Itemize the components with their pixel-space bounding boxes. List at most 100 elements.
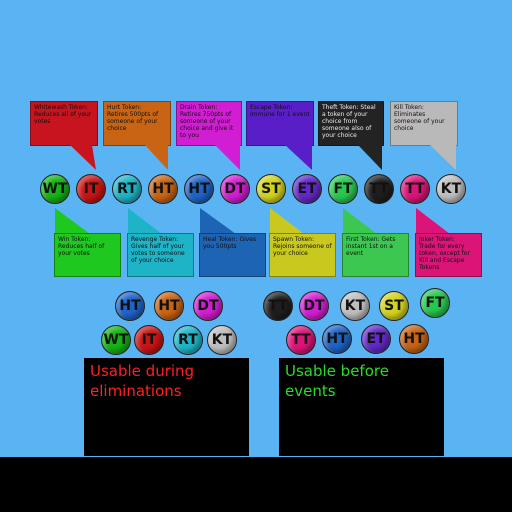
token-it: IT xyxy=(76,174,106,204)
escape-token-bubble: Escape Token: Immune for 1 event xyxy=(246,101,314,146)
event-token-tt-black: TT xyxy=(263,291,293,321)
event-token-ht-blue: HT xyxy=(322,324,352,354)
bubble-text: Eliminates someone of your choice xyxy=(394,111,445,132)
elim-token-ht-orange: HT xyxy=(154,291,184,321)
token-dt: DT xyxy=(220,174,250,204)
heal-token-bubble: Heal Token: Gives you 500pts xyxy=(199,233,266,277)
event-token-dt: DT xyxy=(299,291,329,321)
token-label: DT xyxy=(197,298,219,314)
token-label: RT xyxy=(117,181,137,197)
whitewash-bubble-tail xyxy=(70,145,96,170)
drain-bubble-tail xyxy=(215,145,240,170)
hurt-bubble-tail xyxy=(145,145,168,170)
token-label: RT xyxy=(178,332,198,348)
escape-bubble-tail xyxy=(285,145,312,170)
bubble-title: Heal Token: Gives xyxy=(203,236,257,243)
first-token-bubble: First Token: Gets instant 1st on a event xyxy=(342,233,409,277)
hurt-token-bubble: Hurt Token: Retires 500pts of someone of… xyxy=(103,101,171,146)
token-label: IT xyxy=(141,332,157,348)
token-label: HT xyxy=(326,331,348,347)
token-label: DT xyxy=(303,298,325,314)
token-label: TT xyxy=(369,181,389,197)
token-label: TT xyxy=(291,332,311,348)
token-label: HT xyxy=(158,298,180,314)
bubble-text: you 500pts xyxy=(203,243,237,250)
token-label: TT xyxy=(405,181,425,197)
heal-bubble-tail xyxy=(200,208,236,234)
token-label: HT xyxy=(152,181,174,197)
event-panel: Usable before events xyxy=(279,358,444,456)
event-token-et: ET xyxy=(361,324,391,354)
drain-token-bubble: Drain Token: Retires 750pts of someone o… xyxy=(176,101,242,146)
elimination-panel: Usable during eliminations xyxy=(84,358,249,456)
token-label: HT xyxy=(403,331,425,347)
bubble-text: Gives half of your votes to someone of y… xyxy=(131,243,185,264)
revenge-token-bubble: Revenge Token: Gives half of your votes … xyxy=(127,233,194,277)
spawn-token-bubble: Spawn Token: Rejoins someone of your cho… xyxy=(269,233,336,277)
token-label: WT xyxy=(42,181,68,197)
elim-token-rt: RT xyxy=(173,325,203,355)
event-token-ht-orange: HT xyxy=(399,324,429,354)
event-token-ft: FT xyxy=(420,288,450,318)
bubble-text: a token of your choice from someone also… xyxy=(322,111,372,139)
elim-token-dt: DT xyxy=(193,291,223,321)
bubble-title: Hurt Token: xyxy=(107,104,142,111)
theft-token-bubble: Theft Token: Steal a token of your choic… xyxy=(318,101,384,146)
elim-token-ht-blue: HT xyxy=(115,291,145,321)
bubble-title: Kill Token: xyxy=(394,104,424,111)
token-ft: FT xyxy=(328,174,358,204)
event-token-tt-pink: TT xyxy=(286,325,316,355)
token-label: KT xyxy=(344,298,366,314)
token-rt: RT xyxy=(112,174,142,204)
win-token-bubble: Win Token: Reduces half of your votes xyxy=(54,233,121,277)
spawn-bubble-tail xyxy=(270,208,304,234)
joker-token-bubble: Joker Token: Trade for every token, exce… xyxy=(415,233,482,277)
token-label: ST xyxy=(261,181,281,197)
elimination-caption: Usable during eliminations xyxy=(90,362,195,400)
token-et: ET xyxy=(292,174,322,204)
token-ht-blue: HT xyxy=(184,174,214,204)
token-label: DT xyxy=(224,181,246,197)
bubble-text: Immune for 1 event xyxy=(250,111,310,118)
elim-token-wt: WT xyxy=(101,325,131,355)
bubble-text: Retires 500pts of someone of your choice xyxy=(107,111,159,132)
kill-bubble-tail xyxy=(430,145,456,170)
token-label: HT xyxy=(188,181,210,197)
bubble-text: Rejoins someone of your choice xyxy=(273,243,332,257)
elim-token-kt: KT xyxy=(207,325,237,355)
token-tt-pink: TT xyxy=(400,174,430,204)
bubble-title: First Token: Gets xyxy=(346,236,396,243)
bubble-title: Whitewash Token: xyxy=(34,104,88,111)
token-label: HT xyxy=(119,298,141,314)
token-st: ST xyxy=(256,174,286,204)
ground-bar xyxy=(0,457,512,512)
first-bubble-tail xyxy=(343,208,377,234)
bubble-text: Reduces all of your votes xyxy=(34,111,92,125)
token-label: FT xyxy=(333,181,353,197)
bubble-text: Reduces half of your votes xyxy=(58,243,105,257)
token-label: ET xyxy=(366,331,386,347)
bubble-title: Theft Token: Steal xyxy=(322,104,376,111)
bubble-title: Joker Token: xyxy=(419,236,455,243)
revenge-bubble-tail xyxy=(128,208,162,234)
event-token-kt: KT xyxy=(340,291,370,321)
whitewash-token-bubble: Whitewash Token: Reduces all of your vot… xyxy=(30,101,98,146)
token-label: ET xyxy=(297,181,317,197)
bubble-text: instant 1st on a event xyxy=(346,243,393,257)
token-tt-black: TT xyxy=(364,174,394,204)
bubble-title: Escape Token: xyxy=(250,104,293,111)
bubble-text: Trade for every token, except for Kill a… xyxy=(419,243,470,271)
token-label: KT xyxy=(211,332,233,348)
token-label: KT xyxy=(440,181,462,197)
elim-token-it: IT xyxy=(134,325,164,355)
bubble-text: Retires 750pts of someone of your choice… xyxy=(180,111,234,139)
theft-bubble-tail xyxy=(358,145,382,170)
event-caption: Usable before events xyxy=(285,362,389,400)
win-bubble-tail xyxy=(55,208,90,234)
joker-bubble-tail xyxy=(416,208,450,234)
token-ht-orange: HT xyxy=(148,174,178,204)
token-label: IT xyxy=(83,181,99,197)
kill-token-bubble: Kill Token: Eliminates someone of your c… xyxy=(390,101,458,146)
bubble-title: Win Token: xyxy=(58,236,91,243)
